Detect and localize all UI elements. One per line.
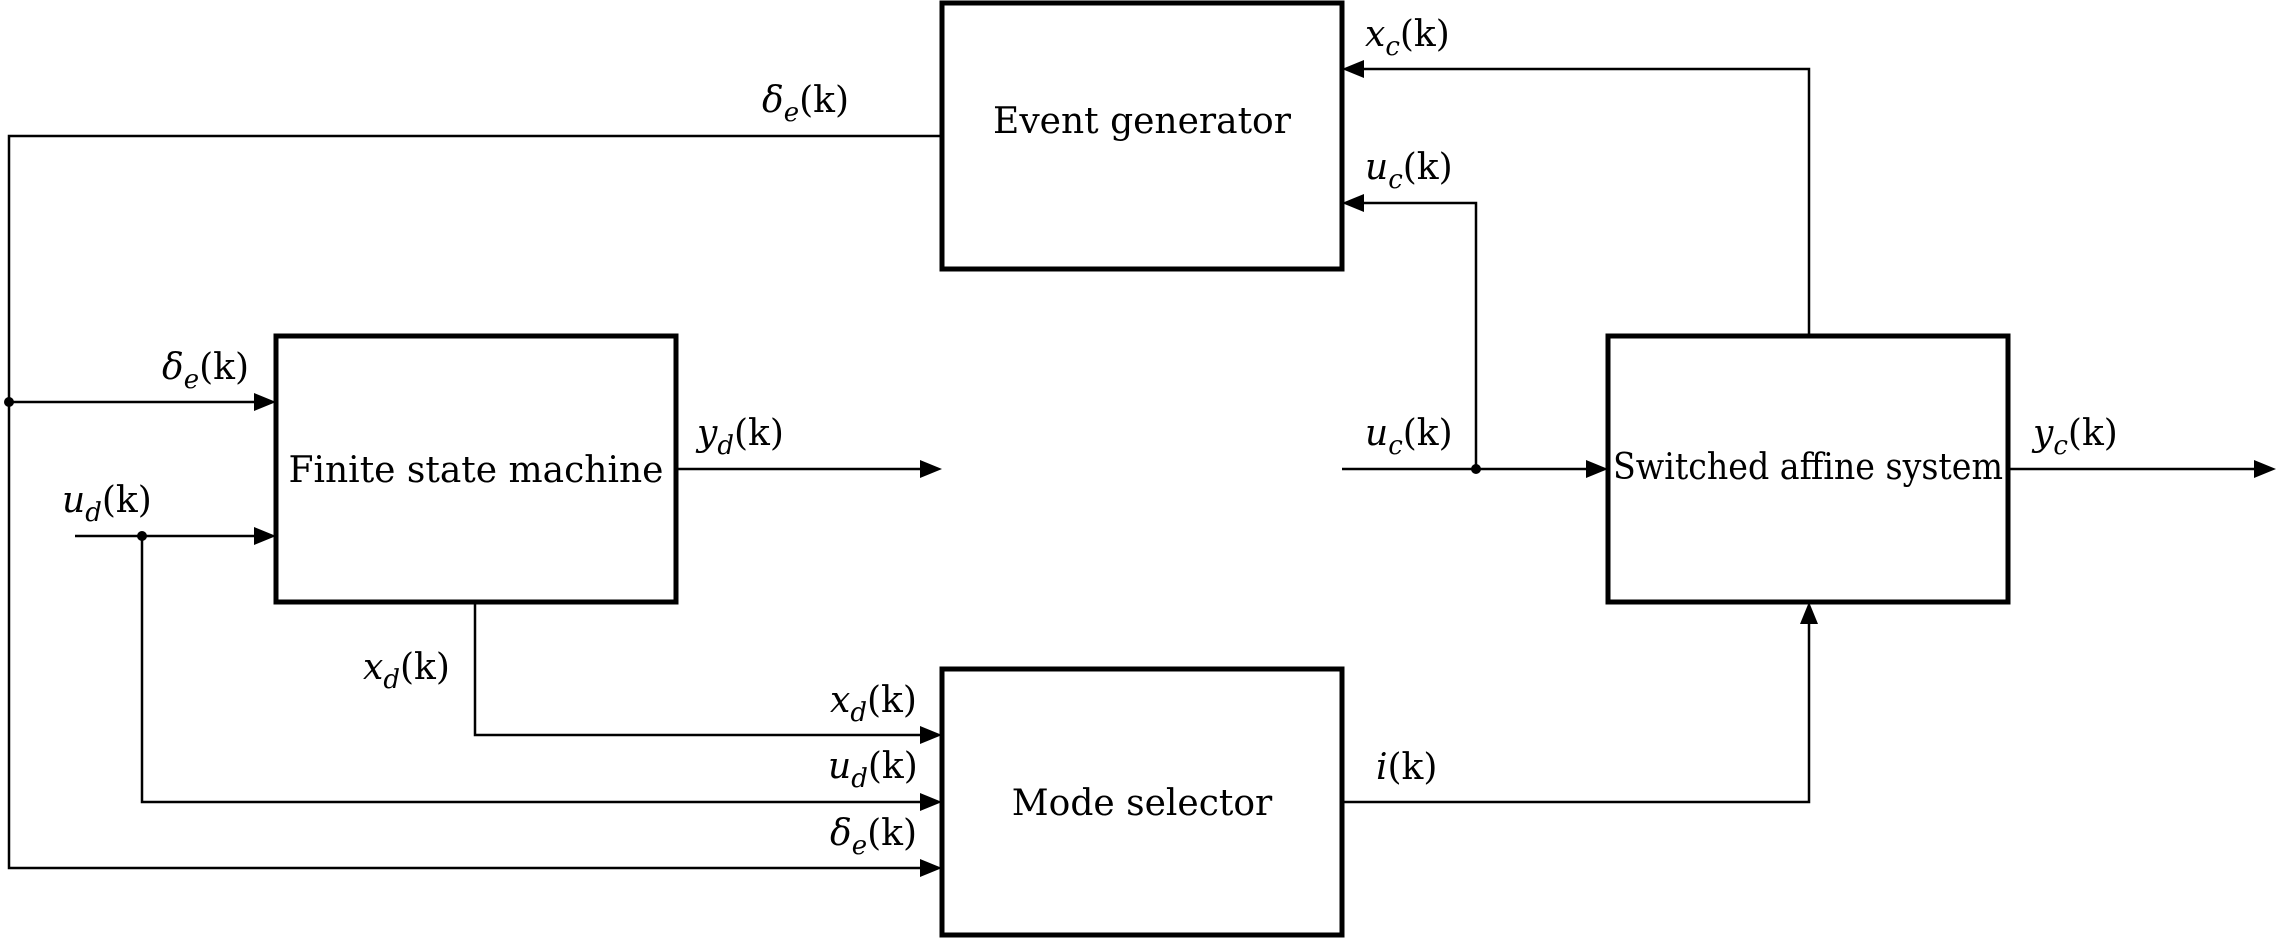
event-generator-label: Event generator [993, 101, 1292, 142]
mode-selector-label: Mode selector [1012, 783, 1273, 824]
label-xd-fsm-output: xd(k) [363, 647, 450, 695]
label-delta-e-top: δe(k) [762, 80, 849, 128]
finite-state-machine-block: Finite state machine [273, 333, 679, 605]
junction-delta-e [4, 397, 14, 407]
finite-state-machine-label: Finite state machine [289, 450, 664, 491]
label-xc-feedback: xc(k) [1365, 14, 1450, 62]
label-uc-event-input: uc(k) [1365, 147, 1453, 195]
arrowhead-delta-e-fsm [254, 393, 276, 411]
arrowhead-uc-event [1342, 194, 1364, 212]
arrowhead-i-sas [1800, 602, 1818, 624]
arrowhead-xc-event [1342, 60, 1364, 78]
label-yd-output: yd(k) [695, 413, 784, 461]
arrowheads [254, 60, 2276, 877]
signal-labels: δe(k) δe(k) ud(k) yd(k) xd(k) xd(k) ud(k… [62, 14, 2118, 861]
junction-uc [1471, 464, 1481, 474]
label-uc-sas-input: uc(k) [1365, 413, 1453, 461]
arrowhead-ud-fsm [254, 527, 276, 545]
label-ud-mode-input: ud(k) [828, 746, 918, 794]
label-delta-e-fsm: δe(k) [162, 347, 249, 395]
arrowhead-yd-output [920, 460, 942, 478]
wire-i-to-sas [1342, 620, 1811, 804]
switched-affine-system-block: Switched affine system [1605, 333, 2011, 605]
label-yc-output: yc(k) [2031, 413, 2118, 461]
arrowhead-delta-e-mode [920, 859, 942, 877]
label-i-output: i(k) [1376, 747, 1437, 788]
junction-ud [137, 531, 147, 541]
arrowhead-uc-sas [1586, 460, 1608, 478]
wire-xc-to-event-generator [1364, 67, 1811, 335]
mode-selector-block: Mode selector [939, 666, 1345, 938]
arrowhead-xd-mode [920, 726, 942, 744]
wire-uc-to-event-generator [1364, 201, 1478, 469]
wire-ud-to-mode-selector [140, 536, 925, 804]
label-xd-mode-input: xd(k) [830, 680, 917, 728]
wire-xd-to-mode-selector [473, 602, 925, 737]
arrowhead-yc-output [2254, 460, 2276, 478]
label-ud-input: ud(k) [62, 480, 152, 528]
event-generator-block: Event generator [939, 0, 1345, 272]
arrowhead-ud-mode [920, 793, 942, 811]
junctions [4, 397, 1481, 541]
wire-delta-e-bus [7, 134, 942, 870]
wires [7, 67, 2255, 870]
switched-affine-system-label: Switched affine system [1613, 447, 2003, 488]
label-delta-e-mode-input: δe(k) [830, 813, 917, 861]
